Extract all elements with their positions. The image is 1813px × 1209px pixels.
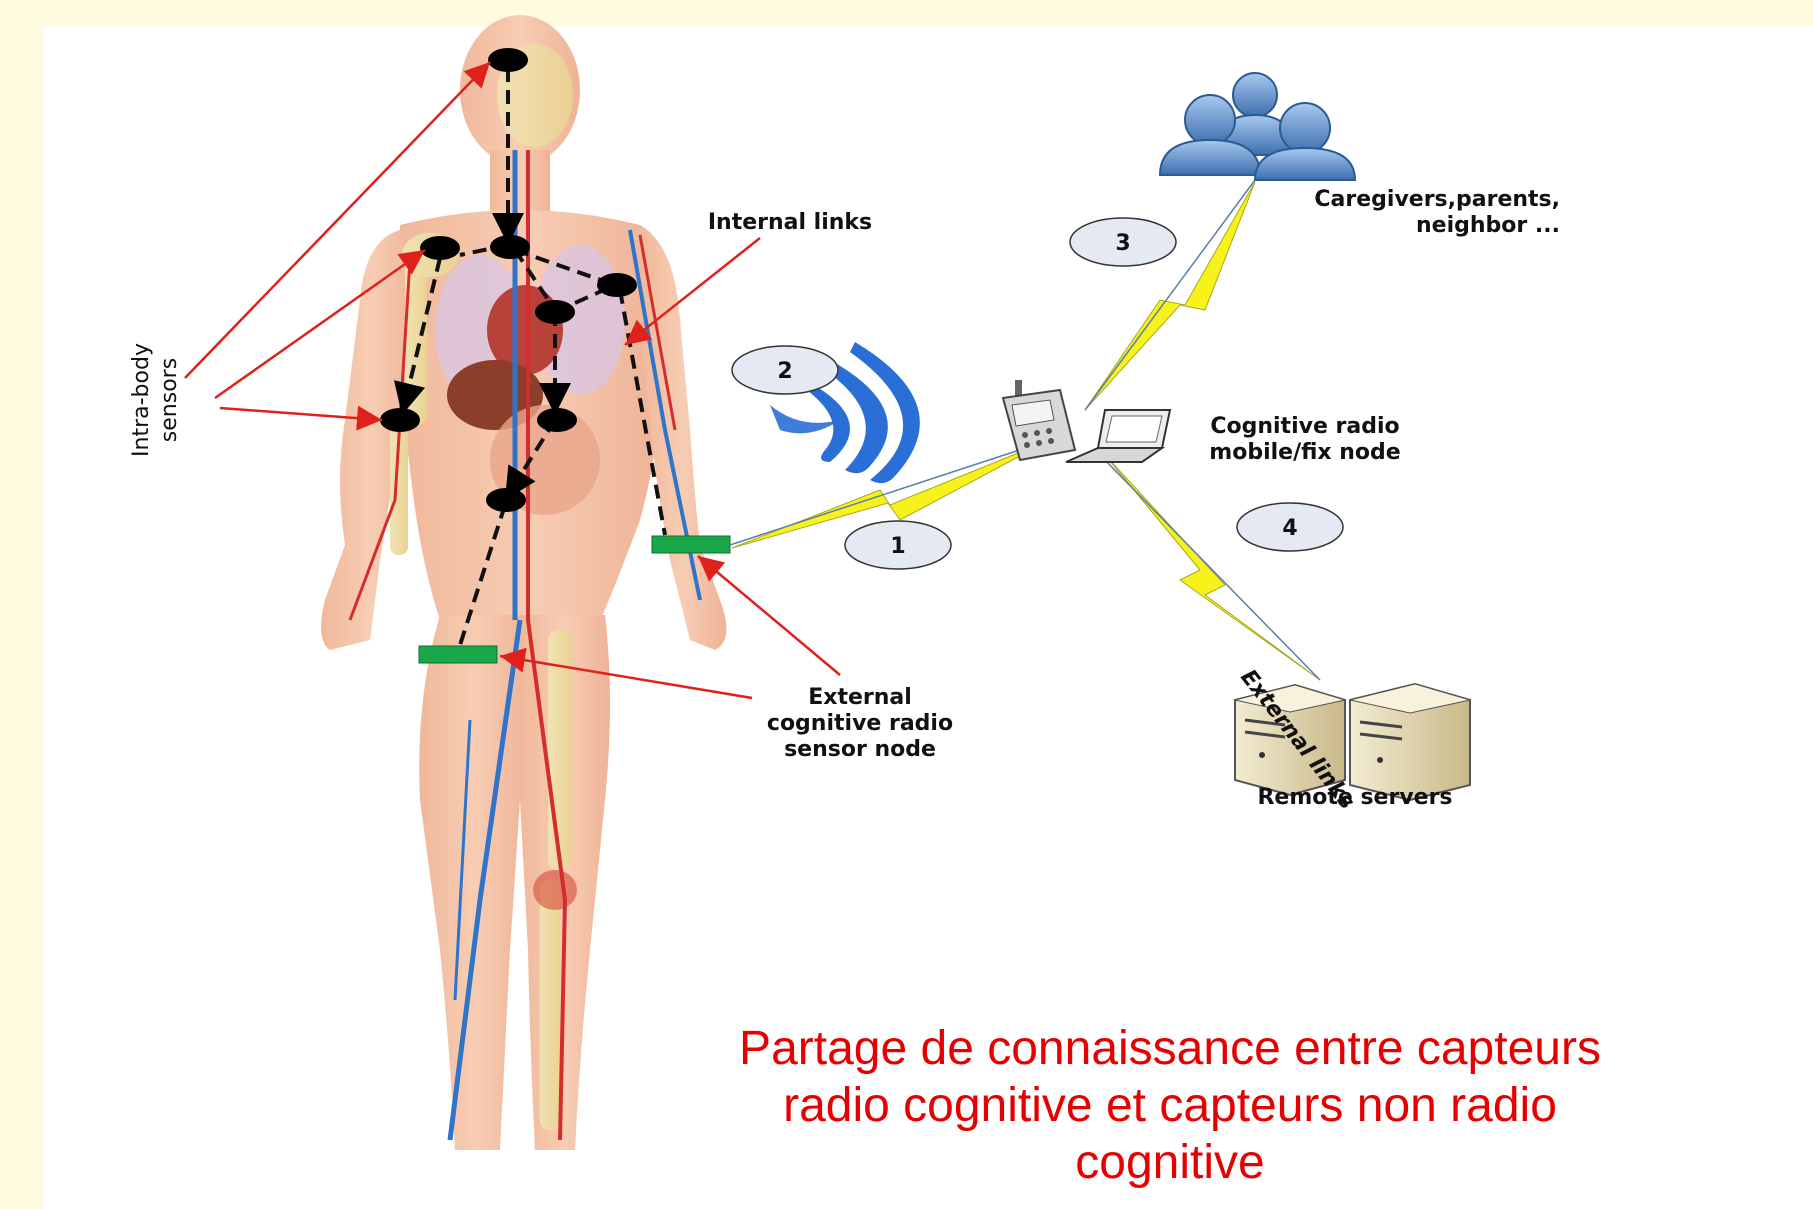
slide-caption: Partage de connaissance entre capteurs r… <box>620 1020 1720 1191</box>
sensor-abdomen <box>537 408 577 432</box>
caregivers-line2: neighbor ... <box>1250 213 1560 239</box>
sensor-heart <box>490 235 530 259</box>
caption-line3: cognitive <box>620 1134 1720 1191</box>
caregivers-line1: Caregivers,parents, <box>1250 187 1560 213</box>
cognitive-node-label: Cognitive radio mobile/fix node <box>1170 414 1440 466</box>
step-1-label: 1 <box>890 534 905 559</box>
caregivers-label: Caregivers,parents, neighbor ... <box>1250 187 1560 239</box>
sensor-shoulder <box>420 236 460 260</box>
laptop-icon <box>1066 410 1170 462</box>
external-sensor-wrist <box>652 536 730 553</box>
sensor-lung <box>597 273 637 297</box>
external-sensor-thigh <box>419 646 497 663</box>
external-sensor-line2: cognitive radio <box>730 711 990 737</box>
step-3-label: 3 <box>1115 231 1130 256</box>
external-sensor-label: External cognitive radio sensor node <box>730 685 990 763</box>
sensor-forearm <box>380 408 420 432</box>
human-anatomy-figure <box>321 15 726 1150</box>
cognitive-node-line2: mobile/fix node <box>1170 440 1440 466</box>
step-2-label: 2 <box>777 359 792 384</box>
internal-links-label: Internal links <box>680 210 900 236</box>
external-sensor-line1: External <box>730 685 990 711</box>
people-group-icon <box>1160 73 1355 180</box>
intra-body-line2: sensors <box>156 330 184 470</box>
intra-body-sensors-label: Intra-body sensors <box>128 330 184 470</box>
intra-body-line1: Intra-body <box>128 330 156 470</box>
step-4-label: 4 <box>1282 516 1297 541</box>
sensor-pelvis <box>486 488 526 512</box>
sensor-head <box>488 48 528 72</box>
mobile-phone-icon <box>1003 380 1075 460</box>
sensor-chest <box>535 300 575 324</box>
caption-line2: radio cognitive et capteurs non radio <box>620 1077 1720 1134</box>
remote-servers-label: Remote servers <box>1215 785 1495 811</box>
caption-line1: Partage de connaissance entre capteurs <box>620 1020 1720 1077</box>
cognitive-node-line1: Cognitive radio <box>1170 414 1440 440</box>
external-sensor-line3: sensor node <box>730 737 990 763</box>
